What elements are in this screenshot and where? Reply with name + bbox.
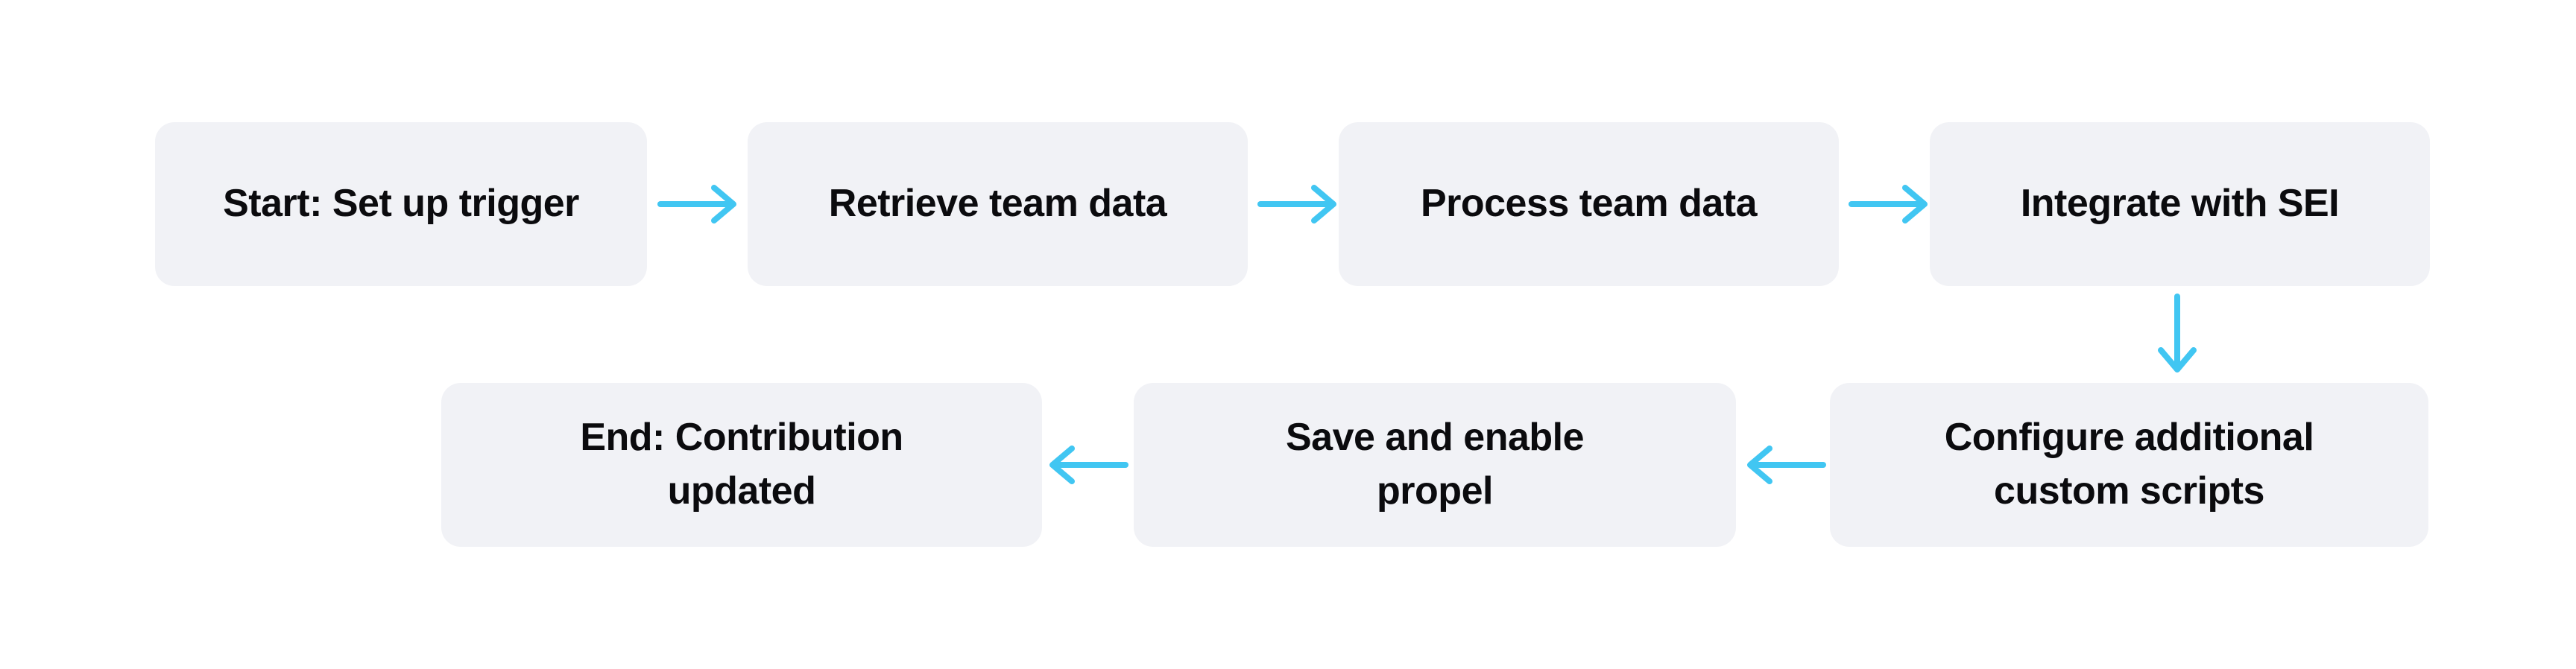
arrow-right-icon [1256, 182, 1339, 226]
node-start: Start: Set up trigger [155, 122, 647, 286]
arrow-right-icon [1847, 182, 1931, 226]
node-save-and-enable-propel: Save and enable propel [1134, 383, 1736, 547]
node-configure-custom-scripts: Configure additional custom scripts [1830, 383, 2428, 547]
node-end: End: Contribution updated [441, 383, 1042, 547]
arrow-left-icon [1744, 443, 1828, 487]
node-integrate-with-sei: Integrate with SEI [1930, 122, 2430, 286]
node-retrieve-team-data: Retrieve team data [748, 122, 1248, 286]
arrow-down-icon [2155, 292, 2200, 375]
arrow-left-icon [1046, 443, 1130, 487]
arrow-right-icon [656, 182, 739, 226]
node-process-team-data: Process team data [1339, 122, 1839, 286]
